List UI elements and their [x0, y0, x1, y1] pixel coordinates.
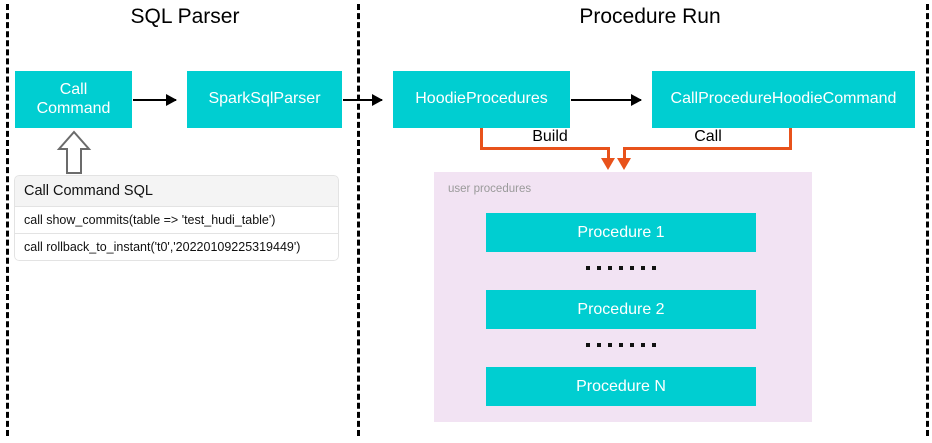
connector-label-call: Call	[694, 128, 722, 145]
user-procedures-panel: user procedures Procedure 1 Procedure 2 …	[434, 172, 812, 422]
build-connector-drop	[607, 147, 610, 160]
call-command-sql-list: Call Command SQL call show_commits(table…	[14, 175, 339, 261]
build-connector-arrowhead	[601, 158, 615, 170]
node-hoodie-procedures[interactable]: HoodieProcedures	[393, 71, 570, 128]
call-command-sql-header: Call Command SQL	[14, 175, 339, 207]
arrow-call-command-to-spark-sql-parser	[133, 94, 177, 106]
procedure-ellipsis-2	[486, 335, 756, 355]
call-connector-vertical	[789, 128, 792, 150]
section-divider-right	[926, 4, 929, 436]
node-call-procedure-hoodie-command[interactable]: CallProcedureHoodieCommand	[652, 71, 915, 128]
connector-label-build: Build	[532, 128, 568, 145]
user-procedures-label: user procedures	[448, 183, 532, 195]
section-title-procedure-run: Procedure Run	[579, 5, 721, 28]
call-command-sql-row-2: call rollback_to_instant('t0','202201092…	[14, 234, 339, 261]
section-title-sql-parser: SQL Parser	[130, 5, 240, 28]
section-divider-left	[6, 4, 9, 436]
arrow-hoodie-procedures-to-call-procedure-hoodie-command	[571, 94, 642, 106]
arrow-spark-sql-parser-to-hoodie-procedures	[343, 94, 383, 106]
call-connector-arrowhead	[617, 158, 631, 170]
procedure-item-1[interactable]: Procedure 1	[486, 213, 756, 252]
node-call-command[interactable]: Call Command	[15, 71, 132, 128]
section-divider-middle	[357, 4, 360, 436]
hollow-up-arrow-icon	[56, 130, 92, 174]
build-connector-vertical	[480, 128, 483, 150]
procedure-item-n[interactable]: Procedure N	[486, 367, 756, 406]
node-spark-sql-parser[interactable]: SparkSqlParser	[187, 71, 342, 128]
call-connector-drop	[623, 147, 626, 160]
build-connector-horizontal	[480, 147, 610, 150]
call-connector-horizontal	[623, 147, 792, 150]
procedure-item-2[interactable]: Procedure 2	[486, 290, 756, 329]
procedure-ellipsis-1	[486, 258, 756, 278]
call-command-sql-row-1: call show_commits(table => 'test_hudi_ta…	[14, 207, 339, 234]
